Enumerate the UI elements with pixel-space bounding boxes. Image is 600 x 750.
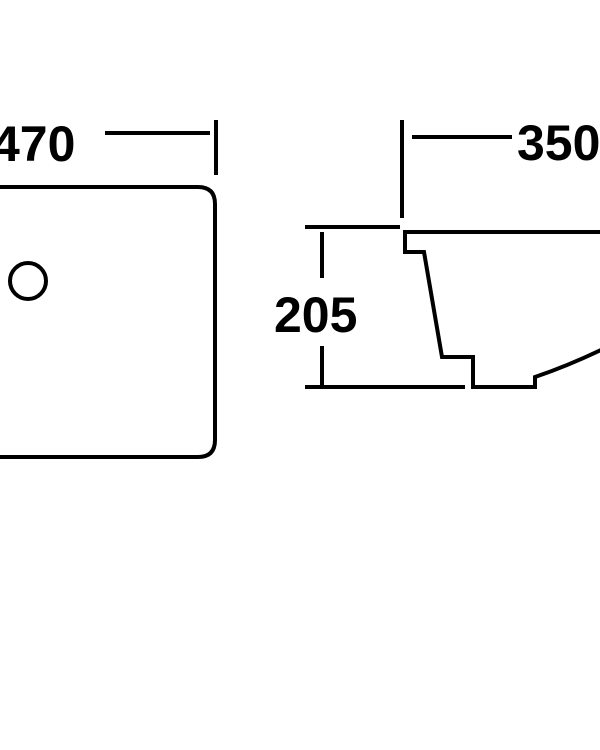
tap-hole	[8, 261, 48, 301]
width-label: 470	[0, 116, 75, 172]
depth-label: 350	[517, 115, 600, 171]
side-view	[305, 120, 600, 389]
top-view	[0, 120, 218, 459]
basin-profile-side-view	[403, 230, 600, 389]
basin-outline-top-view	[0, 185, 217, 459]
height-label: 205	[274, 287, 357, 343]
